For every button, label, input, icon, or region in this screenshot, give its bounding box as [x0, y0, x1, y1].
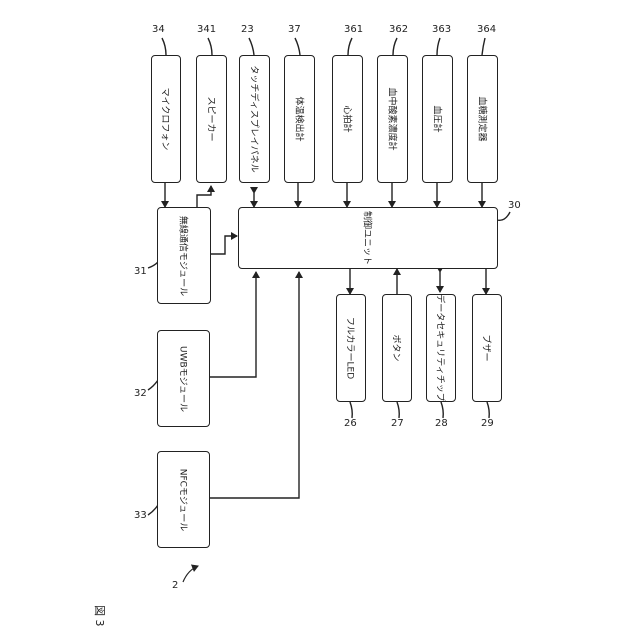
ref-26: 26: [344, 418, 357, 429]
control-unit-box: 制御ユニット: [238, 207, 498, 269]
leader-23: [249, 38, 254, 55]
security-chip-box: データセキュリティチップ: [426, 294, 456, 402]
ref-30: 30: [508, 200, 521, 211]
microphone-label: マイクロフォン: [160, 88, 173, 151]
ref-33: 33: [134, 510, 147, 521]
button-label: ボタン: [391, 334, 404, 361]
blood-pressure-box: 血圧計: [422, 55, 453, 183]
microphone-box: マイクロフォン: [151, 55, 181, 183]
control-unit-label: 制御ユニット: [362, 211, 375, 265]
ref-31: 31: [134, 266, 147, 277]
ref-27: 27: [391, 418, 404, 429]
leader-27: [397, 402, 399, 418]
leader-361: [348, 38, 352, 55]
ref-362: 362: [389, 24, 408, 35]
touch-panel-box: タッチディスプレイパネル: [239, 55, 270, 183]
touch-panel-label: タッチディスプレイパネル: [248, 65, 261, 172]
thermometer-box: 体温検出計: [284, 55, 315, 183]
ref-28: 28: [435, 418, 448, 429]
line-speaker: [197, 186, 211, 207]
leader-28: [441, 402, 443, 418]
buzzer-label: ブザー: [481, 334, 494, 361]
wireless-module-box: 無線通信モジュール: [157, 207, 211, 304]
leader-341: [208, 38, 212, 55]
ref-364: 364: [477, 24, 496, 35]
nfc-module-label: NFCモジュール: [177, 468, 190, 531]
security-chip-label: データセキュリティチップ: [435, 294, 448, 401]
leader-34: [162, 38, 166, 55]
uwb-module-box: UWBモジュール: [157, 330, 210, 427]
ref-32: 32: [134, 388, 147, 399]
glucose-box: 血糖測定器: [467, 55, 498, 183]
ref-29: 29: [481, 418, 494, 429]
speaker-box: スピーカー: [196, 55, 227, 183]
leader-363: [437, 38, 440, 55]
button-box: ボタン: [382, 294, 412, 402]
leader-362: [393, 38, 397, 55]
thermometer-label: 体温検出計: [293, 96, 306, 141]
buzzer-box: ブザー: [472, 294, 502, 402]
oximeter-label: 血中酸素濃度計: [386, 87, 399, 150]
ref-37: 37: [288, 24, 301, 35]
leader-29: [487, 402, 489, 418]
figure-arrow: [183, 566, 198, 582]
blood-pressure-label: 血圧計: [431, 105, 444, 132]
figure-label: 図 3: [92, 605, 108, 627]
glucose-label: 血糖測定器: [476, 96, 489, 141]
ref-341: 341: [197, 24, 216, 35]
wireless-module-label: 無線通信モジュール: [178, 215, 191, 295]
full-color-led-label: フルカラーLED: [345, 317, 358, 379]
leader-26: [350, 402, 352, 418]
speaker-label: スピーカー: [205, 96, 218, 141]
leader-364: [482, 38, 485, 55]
line-nfc: [210, 272, 299, 498]
oximeter-box: 血中酸素濃度計: [377, 55, 408, 183]
ref-34: 34: [152, 24, 165, 35]
heart-rate-label: 心拍計: [341, 105, 354, 132]
nfc-module-box: NFCモジュール: [157, 451, 210, 548]
leader-37: [295, 38, 300, 55]
ref-23: 23: [241, 24, 254, 35]
ref-363: 363: [432, 24, 451, 35]
heart-rate-box: 心拍計: [332, 55, 363, 183]
full-color-led-box: フルカラーLED: [336, 294, 366, 402]
figure-ref: 2: [172, 580, 178, 591]
line-uwb: [210, 272, 256, 377]
ref-361: 361: [344, 24, 363, 35]
line-wireless: [211, 236, 237, 254]
leader-30: [497, 212, 510, 220]
uwb-module-label: UWBモジュール: [177, 345, 190, 411]
